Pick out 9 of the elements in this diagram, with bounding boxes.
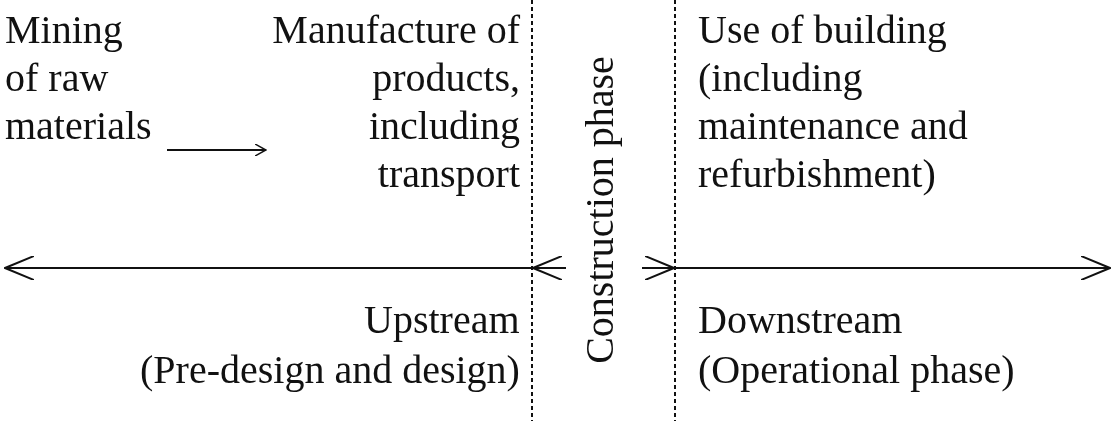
stream-label: (Operational phase) bbox=[698, 346, 1015, 394]
stream-label: Downstream bbox=[698, 296, 903, 344]
stream-label: Upstream bbox=[364, 296, 520, 344]
phase-label: Construction phase bbox=[575, 56, 623, 364]
stage-text: Mining of raw materials bbox=[5, 6, 165, 150]
arrow bbox=[166, 143, 267, 157]
stage-text: Use of building (including maintenance and refurbishment) bbox=[698, 6, 1058, 198]
stream-label: (Pre-design and design) bbox=[140, 346, 520, 394]
stage-text: Manufacture of products, including transport bbox=[268, 6, 520, 198]
